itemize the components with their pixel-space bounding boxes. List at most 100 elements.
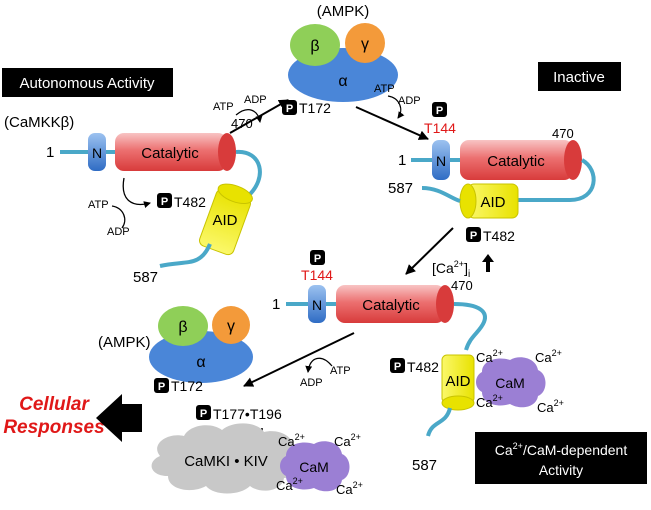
t482-label: T482 bbox=[174, 194, 206, 210]
svg-text:ATP: ATP bbox=[88, 199, 109, 211]
n-domain bbox=[88, 133, 106, 171]
arrow-to-inactive: ATP ADP bbox=[355, 83, 429, 140]
svg-text:N: N bbox=[92, 145, 102, 161]
svg-text:N: N bbox=[436, 153, 446, 169]
t144-label: T144 bbox=[301, 267, 333, 283]
aid-label: AID bbox=[212, 212, 237, 229]
c-terminus-587: 587 bbox=[388, 180, 413, 197]
catalytic-domain bbox=[336, 285, 445, 323]
arrow-to-active: [Ca2+]i bbox=[405, 227, 494, 280]
camki-sites: T177•T196 bbox=[213, 406, 282, 422]
autophosphorylation-reaction: ATP ADP bbox=[88, 177, 151, 238]
residue-470: 470 bbox=[552, 126, 574, 141]
svg-text:P: P bbox=[161, 196, 168, 208]
camkkb-label: (CaMKKβ) bbox=[4, 114, 74, 131]
ampk-complex-top: (AMPK) β γ α P T172 bbox=[282, 3, 398, 116]
svg-text:ATP: ATP bbox=[213, 101, 234, 113]
ca-signal: [Ca2+]i bbox=[432, 259, 470, 280]
catalytic-domain bbox=[460, 140, 573, 180]
cellular-responses: Cellular Responses bbox=[3, 394, 142, 442]
phospho-badge bbox=[310, 250, 325, 265]
alpha-label: α bbox=[338, 73, 347, 90]
t172-label: T172 bbox=[299, 100, 331, 116]
up-arrow-icon bbox=[482, 254, 494, 272]
svg-text:Ca2+: Ca2+ bbox=[537, 398, 564, 415]
cellular-label: Cellular bbox=[19, 394, 90, 415]
cam-dependent-line1: Ca2+/CaM-dependent bbox=[495, 441, 628, 458]
cam-protein bbox=[280, 441, 350, 492]
aid-label: AID bbox=[480, 194, 505, 211]
inactive-label: Inactive bbox=[553, 69, 605, 86]
left-arrow-icon bbox=[96, 394, 142, 442]
svg-text:ADP: ADP bbox=[300, 377, 323, 389]
camkkb-autonomous: (CaMKKβ) 1 N Catalytic AID 587 P T482 47… bbox=[4, 114, 262, 286]
ampk-gamma-subunit bbox=[345, 23, 385, 63]
alpha-label: α bbox=[196, 354, 205, 371]
cam-label: CaM bbox=[299, 459, 329, 475]
t482-label: T482 bbox=[483, 228, 515, 244]
c-terminus-587: 587 bbox=[412, 457, 437, 474]
phospho-badge bbox=[466, 227, 481, 242]
ampk-label-bottom: (AMPK) bbox=[98, 334, 151, 351]
svg-text:P: P bbox=[314, 253, 321, 265]
svg-text:Ca2+: Ca2+ bbox=[535, 348, 562, 365]
svg-text:N: N bbox=[312, 297, 322, 313]
ampk-label-top: (AMPK) bbox=[317, 3, 370, 20]
svg-text:Ca2+: Ca2+ bbox=[276, 476, 303, 493]
ampk-gamma-subunit bbox=[212, 306, 250, 344]
svg-text:P: P bbox=[470, 230, 477, 242]
n-terminus-1: 1 bbox=[398, 152, 406, 169]
gamma-label: γ bbox=[227, 318, 235, 335]
t144-label: T144 bbox=[424, 120, 456, 136]
n-domain bbox=[308, 285, 326, 323]
camkkb-inactive: P T144 470 1 N Catalytic AID 587 P T482 bbox=[388, 102, 596, 244]
catalytic-label: Catalytic bbox=[141, 145, 199, 162]
n-terminus-1: 1 bbox=[46, 144, 54, 161]
catalytic-domain bbox=[115, 133, 227, 171]
svg-text:P: P bbox=[158, 381, 165, 393]
cam-dependent-activity-box: Ca2+/CaM-dependent Activity bbox=[475, 432, 647, 484]
phospho-badge bbox=[157, 193, 172, 208]
svg-text:P: P bbox=[394, 361, 401, 373]
t482-label: T482 bbox=[407, 359, 439, 375]
cam-dependent-line2: Activity bbox=[539, 462, 583, 478]
beta-label: β bbox=[178, 319, 187, 336]
ampk-beta-subunit bbox=[290, 24, 340, 66]
aid-label: AID bbox=[445, 373, 470, 390]
ampk-beta-subunit bbox=[158, 306, 208, 346]
phospho-badge bbox=[432, 102, 447, 117]
svg-text:Ca2+: Ca2+ bbox=[336, 480, 363, 497]
autonomous-activity-box: Autonomous Activity bbox=[2, 68, 173, 97]
camki-kiv: P T177•T196 CaMKI • KIV CaM Ca2+ Ca2+ Ca… bbox=[151, 405, 363, 497]
svg-text:Ca2+: Ca2+ bbox=[476, 393, 503, 410]
responses-label: Responses bbox=[3, 417, 104, 438]
svg-text:P: P bbox=[436, 105, 443, 117]
n-domain bbox=[432, 140, 450, 180]
c-terminus-587: 587 bbox=[133, 269, 158, 286]
svg-text:P: P bbox=[200, 408, 207, 420]
camki-label: CaMKI • KIV bbox=[184, 453, 268, 470]
beta-label: β bbox=[310, 38, 319, 55]
t172-label: T172 bbox=[171, 378, 203, 394]
svg-text:Ca2+: Ca2+ bbox=[278, 432, 305, 449]
svg-text:ADP: ADP bbox=[107, 226, 130, 238]
inactive-box: Inactive bbox=[538, 62, 621, 91]
svg-text:ADP: ADP bbox=[244, 94, 267, 106]
svg-text:ADP: ADP bbox=[398, 95, 421, 107]
camkkb-active: P T144 470 1 N Catalytic AID 587 P T482 … bbox=[272, 250, 564, 474]
residue-470: 470 bbox=[231, 116, 253, 131]
phospho-badge bbox=[154, 378, 169, 393]
gamma-label: γ bbox=[361, 36, 369, 53]
catalytic-label: Catalytic bbox=[362, 297, 420, 314]
catalytic-label: Catalytic bbox=[487, 153, 545, 170]
n-terminus-1: 1 bbox=[272, 296, 280, 313]
arrow-to-ampk-top: ATP ADP bbox=[213, 94, 289, 134]
phospho-badge bbox=[390, 358, 405, 373]
cam-label: CaM bbox=[495, 375, 525, 391]
svg-text:Ca2+: Ca2+ bbox=[334, 432, 361, 449]
residue-470: 470 bbox=[451, 278, 473, 293]
camki-cloud bbox=[151, 423, 299, 494]
svg-text:ATP: ATP bbox=[374, 83, 395, 95]
